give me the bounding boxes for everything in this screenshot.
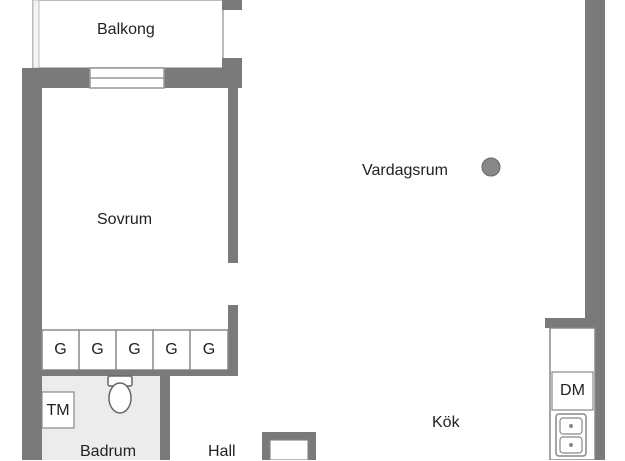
sink-basin-top bbox=[559, 417, 583, 435]
sink-basin-bottom bbox=[559, 436, 583, 454]
room-label-badrum: Badrum bbox=[80, 443, 137, 460]
hall-closet-box bbox=[269, 439, 309, 460]
sink-drain bbox=[569, 424, 573, 428]
room-label-vardagsrum: Vardagsrum bbox=[362, 162, 448, 179]
washer-label: TM bbox=[46, 402, 70, 419]
toilet-bowl bbox=[108, 382, 132, 414]
sink-drain bbox=[569, 443, 573, 447]
dishwasher-label: DM bbox=[560, 382, 585, 399]
wardrobe-label: G bbox=[91, 341, 104, 358]
wardrobe-label: G bbox=[128, 341, 141, 358]
ceiling-lamp bbox=[481, 157, 501, 177]
room-label-kok: Kök bbox=[432, 414, 460, 431]
wall-bedroom-living bbox=[228, 88, 238, 263]
room-label-hall: Hall bbox=[208, 443, 236, 460]
wall-right-notch bbox=[545, 318, 605, 328]
wall-bath-top bbox=[42, 370, 238, 376]
hall-closet-wall-top bbox=[262, 432, 316, 440]
wall-left bbox=[22, 68, 42, 460]
washer-box bbox=[41, 391, 75, 429]
wall-bath-right bbox=[160, 370, 170, 460]
room-label-balkong: Balkong bbox=[97, 21, 155, 38]
wall-stub-top bbox=[222, 0, 242, 10]
sink-outline bbox=[555, 413, 587, 457]
wardrobe-label: G bbox=[54, 341, 67, 358]
room-label-sovrum: Sovrum bbox=[97, 211, 153, 228]
wall-hall-upper bbox=[228, 305, 238, 370]
dishwasher-box bbox=[551, 371, 594, 411]
wall-right-lower bbox=[595, 318, 605, 460]
hall-closet-wall-left bbox=[262, 432, 270, 460]
wall-right-upper bbox=[585, 0, 605, 328]
hall-closet-wall-right bbox=[308, 432, 316, 460]
wardrobe-label: G bbox=[165, 341, 178, 358]
balcony-rail-left bbox=[32, 0, 40, 69]
wall-corner-pillar bbox=[222, 58, 242, 78]
wardrobe-label: G bbox=[202, 341, 216, 358]
wall-top-left bbox=[22, 68, 92, 88]
